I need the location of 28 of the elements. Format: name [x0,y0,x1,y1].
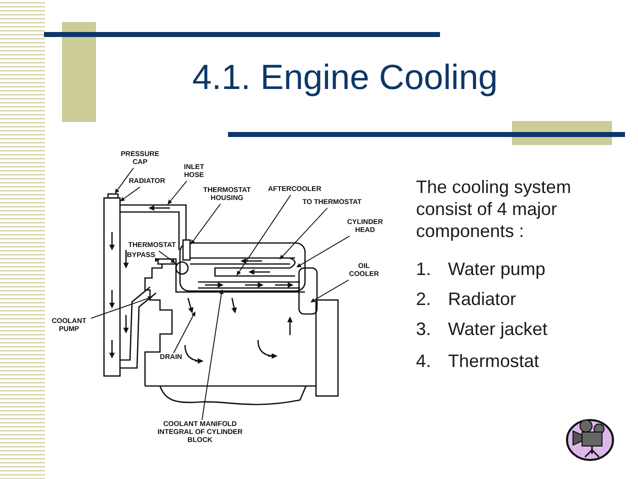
leader-line [158,250,176,264]
leader-line [168,180,188,204]
leader-line [155,258,160,262]
slide-title: 4.1. Engine Cooling [191,58,499,98]
leader-line [190,204,221,244]
list-item: Water pump [448,258,546,280]
leader-line [310,280,350,302]
list-item: Thermostat [448,350,540,372]
leader-line [114,168,134,194]
leader-line [90,296,153,319]
part-block [182,239,191,261]
leader-line [202,289,224,420]
list-item: Water jacket [448,318,548,340]
list-number: 2. [416,288,432,310]
intro-text: The cooling system consist of 4 major components : [416,176,572,242]
part-block [103,197,121,377]
leader-line [236,194,292,276]
valve-circle [175,261,189,275]
part-block [157,258,177,265]
leader-line [280,208,328,260]
list-number: 4. [416,350,432,372]
leader-line [296,236,350,268]
leader-line [120,186,140,202]
hose-pipe [119,204,187,241]
list-number: 1. [416,258,432,280]
list-number: 3. [416,318,432,340]
leader-line [173,312,196,354]
list-item: Radiator [448,288,518,310]
